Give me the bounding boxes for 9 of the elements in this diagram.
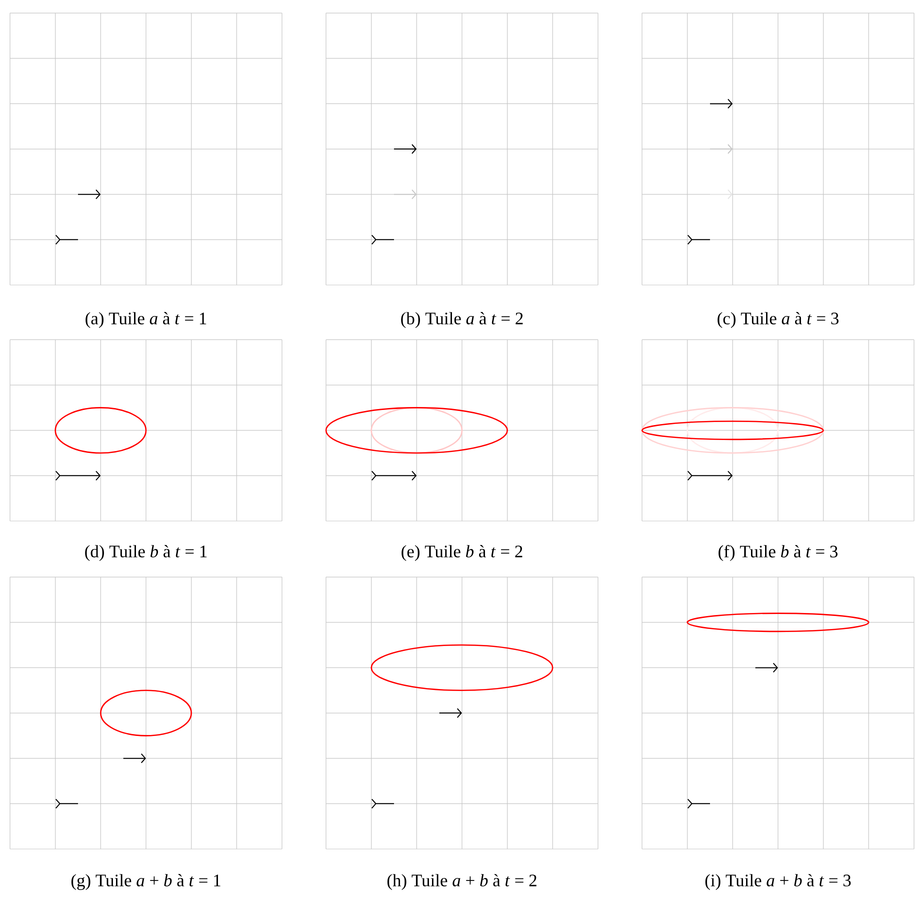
caption: (f) Tuile b à t = 3 bbox=[718, 544, 838, 562]
caption: (d) Tuile b à t = 1 bbox=[85, 545, 207, 561]
caption: (b) Tuile a à t = 2 bbox=[401, 312, 523, 328]
caption: (a) Tuile a à t = 1 bbox=[86, 312, 206, 328]
caption: (i) Tuile a + b à t = 3 bbox=[705, 874, 851, 890]
caption: (e) Tuile b à t = 2 bbox=[402, 545, 522, 561]
caption: (c) Tuile a à t = 3 bbox=[718, 312, 838, 328]
caption: (h) Tuile a + b à t = 2 bbox=[387, 874, 536, 890]
caption: (g) Tuile a + b à t = 1 bbox=[71, 874, 220, 890]
